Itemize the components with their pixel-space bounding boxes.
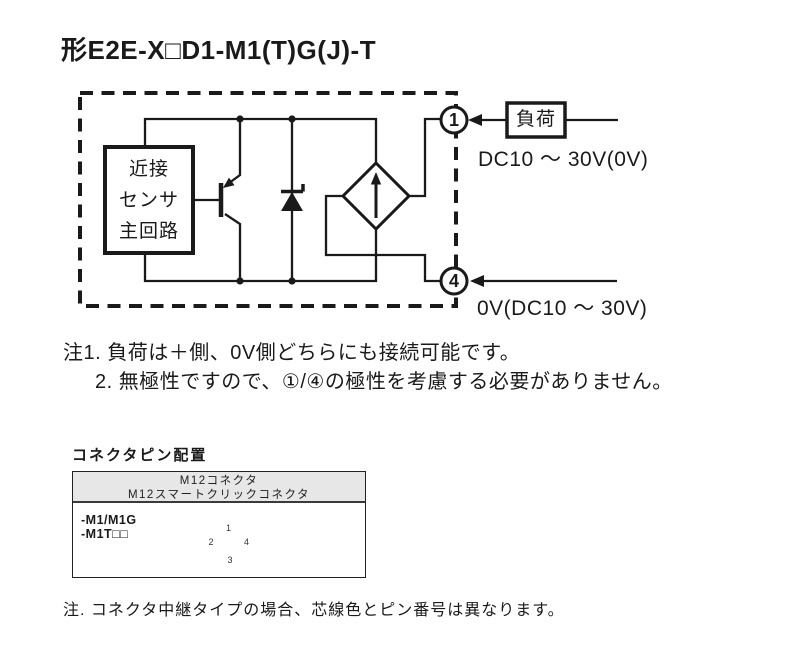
zener-diode-icon xyxy=(281,184,305,194)
pin-3-label: 3 xyxy=(227,554,233,565)
sensor-label-line-2: センサ xyxy=(118,189,179,211)
supply-voltage-label-bottom: 0V(DC10 ～ 30V) xyxy=(477,297,648,320)
connector-model-label-2: -M1T□□ xyxy=(81,527,129,541)
circuit-wires xyxy=(143,117,618,283)
connector-model-label-1: -M1/M1G xyxy=(81,513,137,527)
connector-pin-layout-heading: コネクタピン配置 xyxy=(72,447,208,464)
note-line-1: 注1. 負荷は＋側、0V側どちらにも接続可能です。 xyxy=(63,342,521,364)
current-source-arrowhead xyxy=(370,172,382,185)
diode-triangle xyxy=(281,192,303,211)
pin-1-label: 1 xyxy=(225,523,231,533)
connector-pin-table: M12コネクタ M12スマートクリックコネクタ xyxy=(72,471,366,578)
sensor-label-line-3: 主回路 xyxy=(118,220,179,242)
sensor-main-circuit-label: 近接 センサ 主回路 xyxy=(105,147,193,253)
load-arrowhead xyxy=(468,114,482,126)
connector-header-line-2: M12スマートクリックコネクタ xyxy=(127,488,311,501)
terminal-1-number: 1 xyxy=(448,109,459,130)
junction-dot xyxy=(236,277,244,285)
junction-dot xyxy=(236,115,244,123)
connector-footnote: 注. コネクタ中継タイプの場合、芯線色とピン番号は異なります。 xyxy=(63,602,565,619)
connector-model-labels: -M1/M1G -M1T□□ xyxy=(81,513,137,541)
transistor-arrowhead xyxy=(223,177,235,188)
connector-header-line-1: M12コネクタ xyxy=(179,475,259,487)
load-box xyxy=(505,101,567,139)
terminal-4-number: 4 xyxy=(448,270,459,291)
supply-voltage-label-top: DC10 ～ 30V(0V) xyxy=(478,148,649,171)
junction-dot xyxy=(288,277,296,285)
page-title: 形E2E-X□D1-M1(T)G(J)-T xyxy=(61,35,377,65)
pin-4-label: 4 xyxy=(243,537,249,547)
load-label: 負荷 xyxy=(515,109,556,130)
dashed-enclosure xyxy=(78,91,458,308)
sensor-label-line-1: 近接 xyxy=(128,158,169,180)
connector-table-header: M12コネクタ M12スマートクリックコネクタ xyxy=(73,472,365,503)
junction-dot xyxy=(288,115,296,123)
pin-2-label: 2 xyxy=(208,536,214,547)
sensor-main-circuit-box xyxy=(103,145,195,255)
terminal-4-circle xyxy=(439,266,469,296)
note-line-2: 2. 無極性ですので、①/④の極性を考慮する必要がありません。 xyxy=(95,371,673,393)
zero-volt-arrowhead xyxy=(470,275,484,287)
terminal-1-circle xyxy=(439,105,469,135)
